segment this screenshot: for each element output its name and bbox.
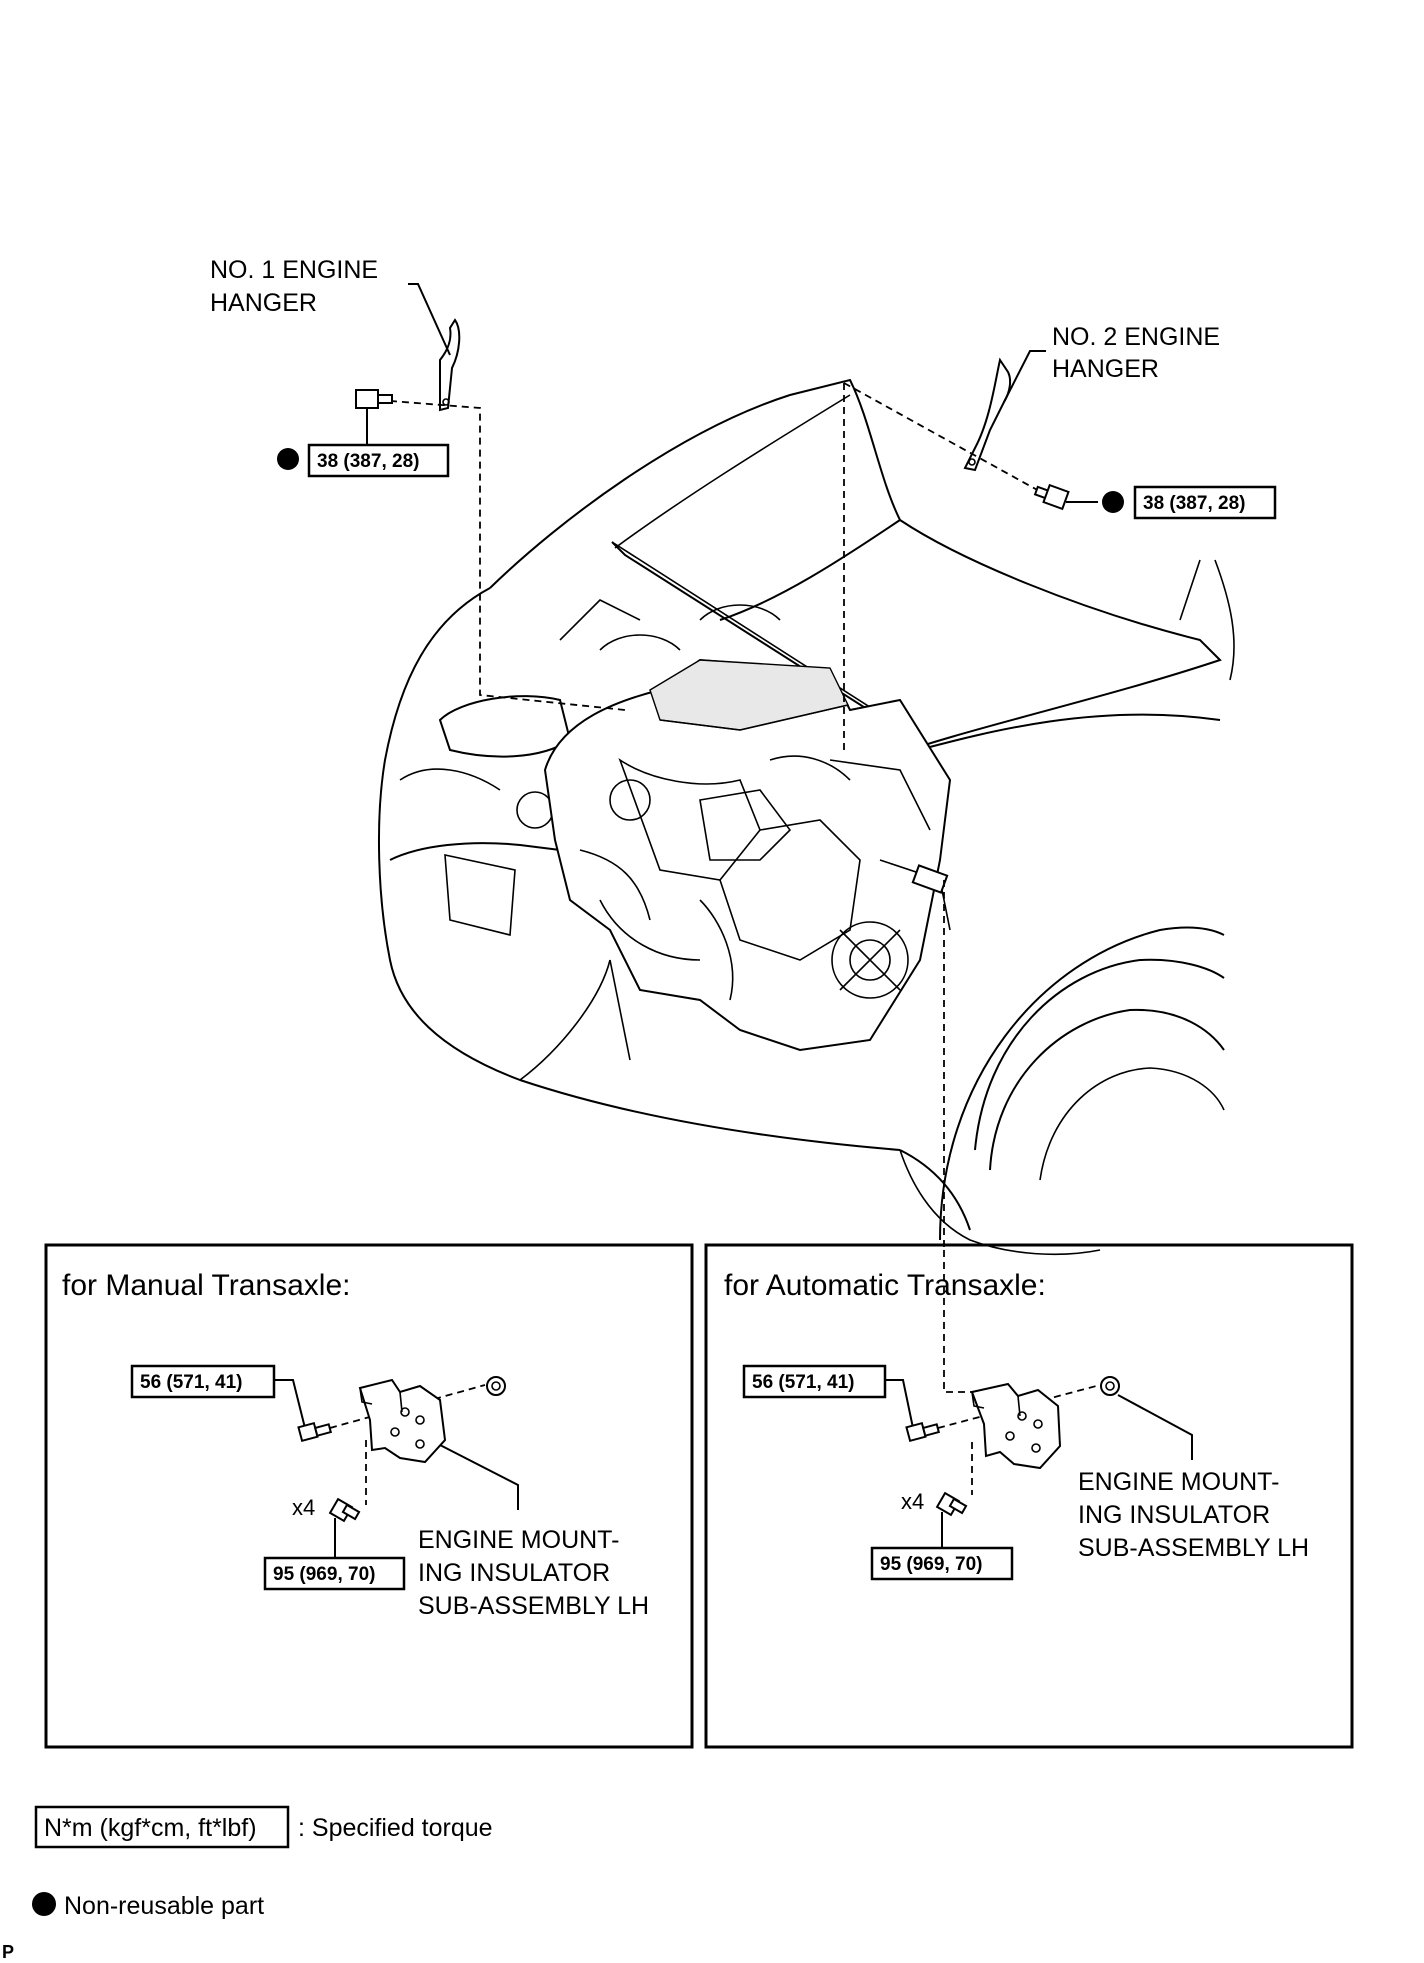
no1-engine-hanger	[439, 318, 461, 412]
torque-box-manual-x4	[263, 1556, 406, 1591]
hanger1-leader-line	[408, 283, 451, 356]
hanger1-dash	[377, 399, 626, 711]
legend-nonreusable-dot	[32, 1892, 56, 1916]
manual-quantity: x4	[292, 1495, 315, 1520]
auto-x4-bolt-icon	[935, 1491, 968, 1517]
torque-auto-bolt: 56 (571, 41)	[752, 1372, 854, 1393]
hanger2-dash	[843, 382, 1051, 498]
automatic-transaxle-panel: for Automatic Transaxle: 56 (571, 41)	[704, 1243, 1354, 1749]
automatic-panel-title: for Automatic Transaxle:	[724, 1269, 1046, 1302]
legend-torque-box	[34, 1805, 290, 1849]
manual-transaxle-panel: for Manual Transaxle: 56 (571, 41)	[44, 1243, 694, 1749]
manual-insulator-label2: ING INSULATOR	[418, 1559, 610, 1587]
legend-torque-unit: N*m (kgf*cm, ft*lbf)	[44, 1814, 257, 1842]
auto-insulator-label3: SUB-ASSEMBLY LH	[1078, 1534, 1309, 1562]
legend-nonreusable: Non-reusable part	[64, 1892, 264, 1920]
torque-auto-x4: 95 (969, 70)	[880, 1554, 982, 1575]
auto-quantity: x4	[901, 1489, 924, 1514]
torque-box-auto-bolt	[742, 1364, 887, 1399]
hanger2-bolt-icon	[1033, 483, 1070, 511]
engine-assembly	[543, 599, 952, 1052]
manual-insulator	[358, 1378, 447, 1464]
auto-bolt-icon	[905, 1421, 941, 1443]
hanger1-label-line1: NO. 1 ENGINE	[210, 256, 378, 284]
manual-x4-bolt-icon	[328, 1497, 361, 1523]
hanger1-bolt-icon	[355, 389, 393, 409]
non-reusable-dot-hanger1	[277, 448, 299, 470]
torque-manual-x4: 95 (969, 70)	[273, 1564, 375, 1585]
vehicle-illustration	[377, 378, 1235, 1256]
torque-hanger2: 38 (387, 28)	[1143, 493, 1245, 514]
torque-box-manual-bolt	[130, 1364, 276, 1399]
auto-nut-icon	[1100, 1376, 1120, 1396]
torque-manual-bolt: 56 (571, 41)	[140, 1372, 242, 1393]
manual-nut-icon	[486, 1376, 506, 1396]
manual-panel-title: for Manual Transaxle:	[62, 1269, 350, 1302]
corner-mark: P	[2, 1942, 14, 1962]
no2-engine-hanger	[963, 357, 1012, 472]
manual-insulator-label3: SUB-ASSEMBLY LH	[418, 1592, 649, 1620]
non-reusable-dot-hanger2	[1102, 491, 1124, 513]
auto-insulator-label2: ING INSULATOR	[1078, 1501, 1270, 1529]
torque-box-auto-x4	[870, 1546, 1014, 1581]
manual-bolt-icon	[297, 1421, 333, 1443]
hanger2-label-line1: NO. 2 ENGINE	[1052, 323, 1220, 351]
auto-insulator	[970, 1382, 1062, 1470]
torque-box-hanger2	[1133, 485, 1277, 520]
legend: N*m (kgf*cm, ft*lbf) : Specified torque …	[32, 1805, 493, 1920]
manual-insulator-label1: ENGINE MOUNT-	[418, 1526, 619, 1554]
torque-box-hanger1	[307, 443, 450, 478]
legend-torque-desc: : Specified torque	[298, 1814, 493, 1842]
hanger2-leader-line	[1003, 350, 1046, 403]
hanger1-label-line2: HANGER	[210, 289, 317, 317]
torque-hanger1: 38 (387, 28)	[317, 451, 419, 472]
auto-insulator-label1: ENGINE MOUNT-	[1078, 1468, 1279, 1496]
hanger2-label-line2: HANGER	[1052, 355, 1159, 383]
